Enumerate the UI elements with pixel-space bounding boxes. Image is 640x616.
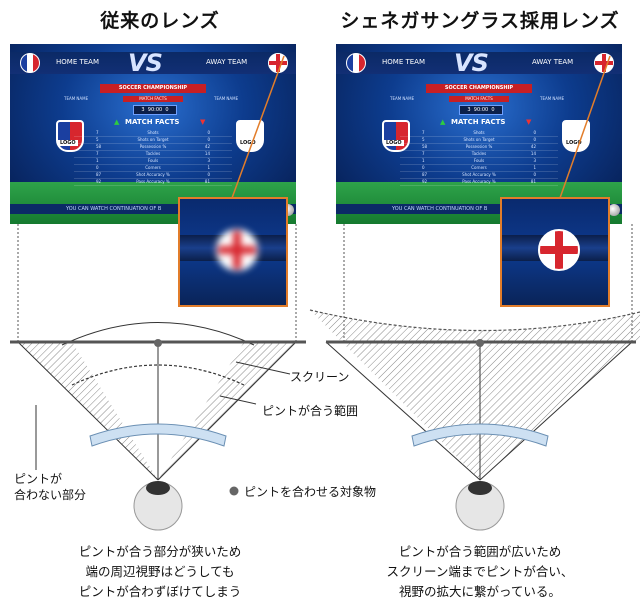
away-team-label: AWAY TEAM	[206, 58, 248, 66]
left-zoom-panel	[178, 197, 288, 307]
down-arrow-icon: ▼	[200, 118, 206, 126]
view-cone-line	[17, 341, 159, 481]
caption-line: ピントが合う範囲が広いため	[398, 544, 562, 559]
screen-label-pointer	[235, 361, 291, 375]
away-logo-label: LOGO	[564, 140, 584, 146]
match-facts-heading: MATCH FACTS	[125, 118, 180, 126]
left-title: 従来のレンズ	[100, 10, 220, 32]
left-focus-point	[154, 339, 162, 347]
score-box: 3 90:00 0	[133, 105, 177, 115]
caption-line: ピントが合わずぼけてしまう	[78, 584, 242, 599]
focus-arc-inner	[71, 364, 245, 386]
view-cone-line	[157, 341, 297, 481]
away-logo-label: LOGO	[238, 140, 258, 146]
team-name-right: TEAM NAME	[214, 96, 239, 101]
france-flag-icon	[346, 53, 366, 73]
left-lens	[89, 423, 227, 447]
home-shield-icon	[382, 120, 410, 152]
right-focus-point	[476, 339, 484, 347]
england-flag-blurred-icon	[216, 229, 258, 271]
focus-arc-outer	[61, 322, 255, 346]
right-lens	[411, 423, 549, 447]
right-focus-arc	[309, 309, 640, 332]
caption-line: スクリーン端までピントが合い、	[386, 564, 574, 579]
team-name-left: TEAM NAME	[390, 96, 415, 101]
up-arrow-icon: ▲	[114, 118, 120, 126]
caption-line: 視野の拡大に繋がっている。	[399, 584, 561, 599]
championship-banner: SOCCER CHAMPIONSHIP	[100, 84, 206, 93]
left-scoreboard-screen: HOME TEAM VS AWAY TEAM SOCCER CHAMPIONSH…	[10, 44, 296, 224]
team-name-right: TEAM NAME	[540, 96, 565, 101]
right-caption: ピントが合う範囲が広いため スクリーン端までピントが合い、 視野の拡大に繋がって…	[320, 542, 640, 602]
france-flag-icon	[20, 53, 40, 73]
match-facts-banner: MATCH FACTS	[123, 96, 183, 102]
vs-label: VS	[454, 49, 489, 77]
down-arrow-icon: ▼	[526, 118, 532, 126]
right-scoreboard-screen: HOME TEAM VS AWAY TEAM SOCCER CHAMPIONSH…	[336, 44, 622, 224]
home-shield-icon	[56, 120, 84, 152]
score-box: 3 90:00 0	[459, 105, 503, 115]
screen-label: スクリーン	[290, 370, 350, 384]
caption-line: 端の周辺視野はどうしても	[85, 564, 235, 579]
left-caption: ピントが合う部分が狭いため 端の周辺視野はどうしても ピントが合わずぼけてしまう	[0, 542, 320, 602]
away-team-label: AWAY TEAM	[532, 58, 574, 66]
home-team-label: HOME TEAM	[56, 58, 99, 66]
up-arrow-icon: ▲	[440, 118, 446, 126]
match-facts-heading: MATCH FACTS	[451, 118, 506, 126]
team-name-left: TEAM NAME	[64, 96, 89, 101]
left-zoom-callout-line	[231, 55, 285, 199]
home-logo-label: LOGO	[384, 140, 404, 146]
right-title: シェネガサングラス採用レンズ	[340, 10, 620, 32]
match-facts-banner: MATCH FACTS	[449, 96, 509, 102]
left-pupil	[146, 481, 170, 495]
right-zoom-panel	[500, 197, 610, 307]
caption-line: ピントが合う部分が狭いため	[78, 544, 242, 559]
focus-range-label: ピントが合う範囲	[262, 404, 359, 418]
focus-object-label: ピントを合わせる対象物	[244, 485, 377, 499]
scoreboard-top-bar	[336, 52, 622, 74]
right-focus-surface	[310, 310, 640, 480]
home-team-label: HOME TEAM	[382, 58, 425, 66]
soccer-ball-icon	[608, 204, 620, 216]
bottom-ticker: YOU CAN WATCH CONTINUATION OF B	[336, 204, 622, 214]
championship-banner: SOCCER CHAMPIONSHIP	[426, 84, 532, 93]
focus-label-pointer	[219, 395, 257, 405]
focus-object-legend-dot	[229, 486, 239, 496]
home-logo-label: LOGO	[58, 140, 78, 146]
scoreboard-top-bar	[10, 52, 296, 74]
england-flag-sharp-icon	[538, 229, 580, 271]
right-pupil	[468, 481, 492, 495]
out-of-focus-label-2: 合わない部分	[14, 488, 87, 502]
out-of-focus-label-1: ピントが	[14, 472, 63, 486]
right-zoom-callout-line	[559, 55, 611, 199]
bottom-ticker: YOU CAN WATCH CONTINUATION OF B	[10, 204, 296, 214]
vs-label: VS	[128, 49, 163, 77]
